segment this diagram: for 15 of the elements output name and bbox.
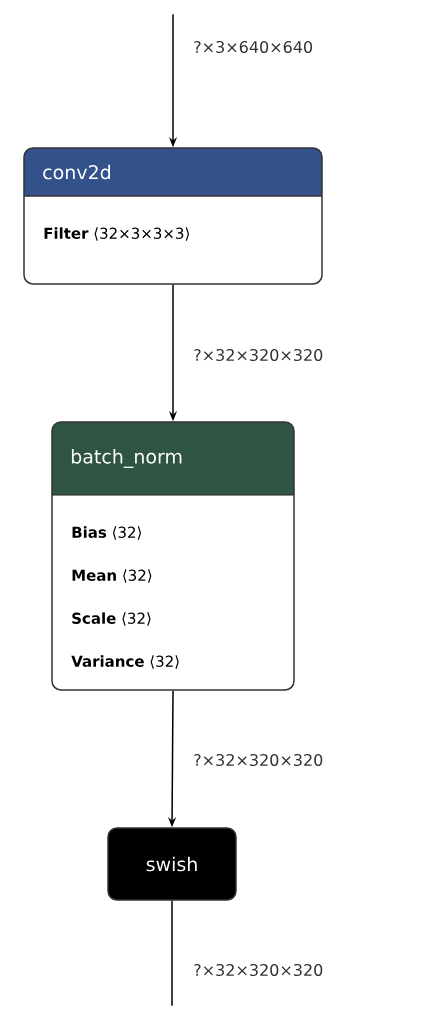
node-title: batch_norm xyxy=(71,449,182,468)
attribute-text: Variance ⟨32⟩ xyxy=(71,655,179,669)
operator-box xyxy=(107,827,237,901)
edge-label: ?×32×320×320 xyxy=(192,752,325,768)
operator-box xyxy=(51,421,295,691)
attribute-text: Mean ⟨32⟩ xyxy=(72,569,152,583)
node-title: conv2d xyxy=(43,164,110,180)
edge-label: ?×32×320×320 xyxy=(192,347,325,363)
attribute-text: Filter ⟨32×3×3×3⟩ xyxy=(44,227,189,241)
edge-label: ?×32×320×320 xyxy=(192,962,325,978)
edge-label: ?×3×640×640 xyxy=(192,39,315,55)
attribute-text: Bias ⟨32⟩ xyxy=(72,526,142,540)
node-title: swish xyxy=(146,856,197,872)
operator-box xyxy=(23,147,323,285)
attribute-text: Scale ⟨32⟩ xyxy=(72,612,151,626)
